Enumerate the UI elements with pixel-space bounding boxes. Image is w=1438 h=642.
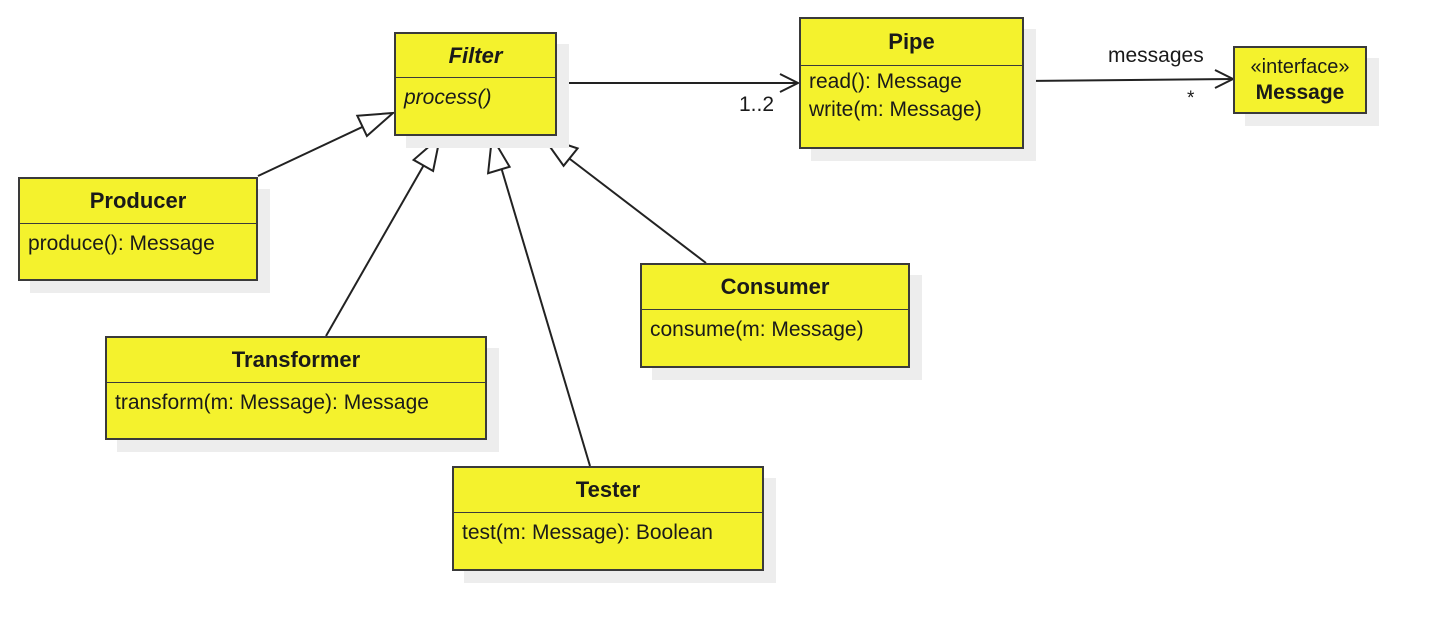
generalization-line-producer — [257, 120, 376, 177]
operation: consume(m: Message) — [650, 318, 864, 341]
inheritance-arrow-tester — [486, 133, 512, 175]
stereotype-label: «interface» — [1250, 56, 1350, 78]
inheritance-arrow-consumer — [540, 135, 580, 168]
multiplicity-label-pipe-message: * — [1187, 88, 1195, 109]
class-name-filter: Filter — [396, 34, 555, 78]
operation: write(m: Message) — [809, 98, 982, 121]
class-name-pipe: Pipe — [801, 19, 1022, 66]
class-producer[interactable]: Producer produce(): Message — [18, 177, 258, 281]
operation: produce(): Message — [28, 232, 215, 255]
generalization-line-transformer — [325, 162, 426, 337]
class-name-tester: Tester — [454, 468, 762, 513]
association-arrowhead-pipe — [779, 73, 801, 93]
operation: process() — [404, 86, 492, 109]
generalization-line-tester — [500, 166, 591, 467]
class-consumer[interactable]: Consumer consume(m: Message) — [640, 263, 910, 368]
operation: transform(m: Message): Message — [115, 391, 429, 414]
operations-pipe: read(): Message write(m: Message) — [801, 66, 1022, 124]
operations-producer: produce(): Message — [20, 224, 256, 258]
generalization-line-consumer — [565, 155, 707, 264]
multiplicity-label-filter-pipe: 1..2 — [739, 93, 775, 116]
class-name-consumer: Consumer — [642, 265, 908, 310]
class-tester[interactable]: Tester test(m: Message): Boolean — [452, 466, 764, 571]
operations-filter: process() — [396, 78, 555, 112]
inheritance-arrow-producer — [355, 111, 396, 138]
operations-transformer: transform(m: Message): Message — [107, 383, 485, 417]
operation: read(): Message — [809, 70, 962, 93]
interface-message[interactable]: «interface» Message — [1233, 46, 1367, 114]
class-name-producer: Producer — [20, 179, 256, 224]
interface-name-message: Message — [1255, 81, 1345, 104]
operations-consumer: consume(m: Message) — [642, 310, 908, 344]
class-name-transformer: Transformer — [107, 338, 485, 383]
association-line-pipe-message — [1023, 78, 1234, 82]
operation: test(m: Message): Boolean — [462, 521, 713, 544]
class-filter[interactable]: Filter process() — [394, 32, 557, 136]
role-label-messages: messages — [1108, 44, 1204, 67]
class-pipe[interactable]: Pipe read(): Message write(m: Message) — [799, 17, 1024, 149]
class-transformer[interactable]: Transformer transform(m: Message): Messa… — [105, 336, 487, 440]
inheritance-arrow-transformer — [411, 134, 442, 173]
operations-tester: test(m: Message): Boolean — [454, 513, 762, 547]
